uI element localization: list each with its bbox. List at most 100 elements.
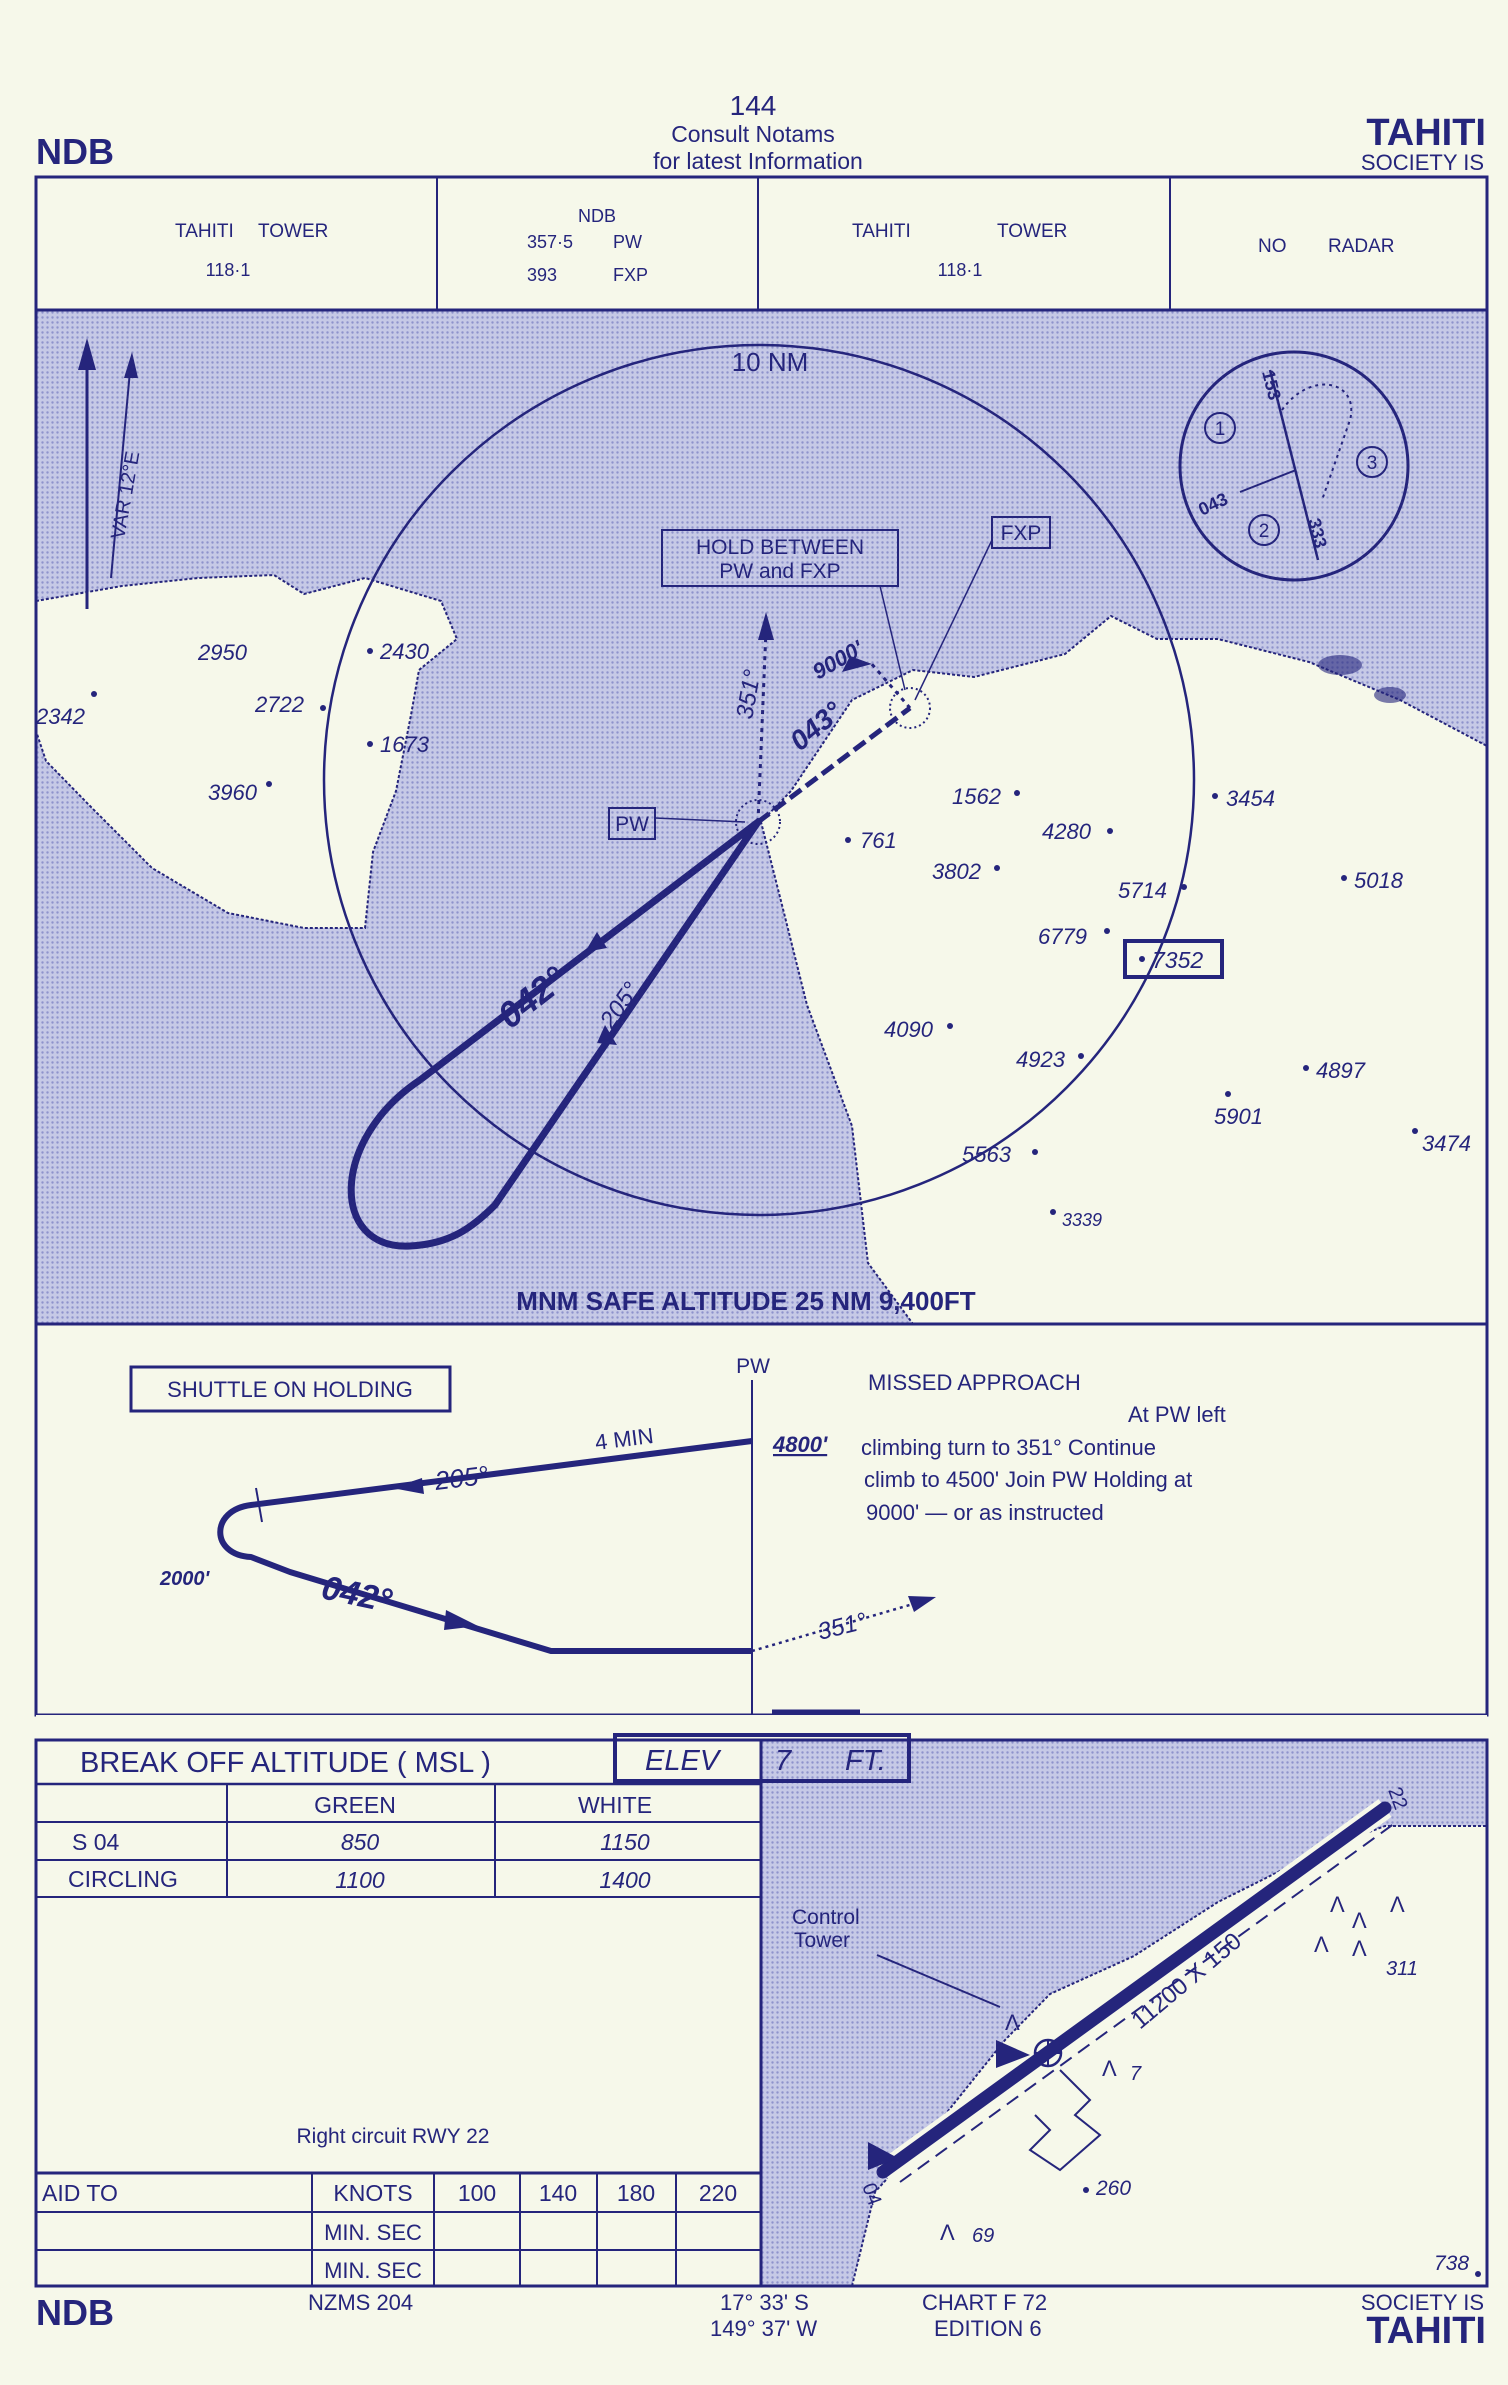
obstacle-elevation: 7 — [1130, 2063, 1142, 2085]
spot-height: 5563 — [962, 1142, 1012, 1167]
speed-180: 180 — [617, 2180, 655, 2206]
tower-unit-2: TOWER — [997, 221, 1067, 242]
spot-height: 6779 — [1038, 924, 1087, 949]
elevation-unit: FT. — [845, 1745, 886, 1777]
spot-height: 1673 — [380, 732, 430, 757]
arrow-icon — [842, 656, 872, 672]
minsec-label: MIN. SEC — [324, 2258, 422, 2283]
msa-label: MNM SAFE ALTITUDE 25 NM 9,400FT — [516, 1286, 975, 1316]
comms-box: TAHITI TOWER 118·1 NDB 357·5 PW 393 FXP … — [34, 175, 1489, 312]
spot-height: 761 — [860, 828, 897, 853]
notice-line1: Consult Notams — [671, 121, 835, 147]
ndb-freq-1: 357·5 — [527, 232, 573, 252]
profile-holding-track — [217, 1438, 753, 1654]
speed-220: 220 — [699, 2180, 737, 2206]
missed-approach-line3: climb to 4500' Join PW Holding at — [864, 1467, 1192, 1492]
spot-elevation: 260 — [1095, 2177, 1131, 2200]
svg-text:Λ: Λ — [1390, 1892, 1405, 1917]
spot-height: 5714 — [1118, 878, 1167, 903]
tower-freq-2: 118·1 — [938, 260, 983, 280]
radar-text: RADAR — [1328, 236, 1395, 257]
ndb-title: NDB — [578, 206, 616, 226]
spot-height: 2722 — [254, 692, 304, 717]
row-white: 1150 — [600, 1829, 650, 1855]
spot-height: 4923 — [1016, 1047, 1066, 1072]
notice-line2: for latest Information — [653, 148, 863, 174]
footer-map-ref: NZMS 204 — [308, 2290, 413, 2315]
speed-100: 100 — [458, 2180, 496, 2206]
track-to-9000 — [868, 661, 912, 709]
shuttle-box — [129, 1365, 452, 1413]
elevation-box-group: ELEV 7 FT. — [613, 1733, 911, 1783]
track-pw-fxp — [756, 706, 912, 824]
footer: NDB NZMS 204 17° 33' S 149° 37' W CHART … — [36, 2290, 1486, 2352]
speed-140: 140 — [539, 2180, 577, 2206]
spot-height: 4280 — [1042, 819, 1092, 844]
arrow-icon — [758, 612, 774, 640]
sector-2: 2 — [1259, 521, 1270, 542]
minima-title: BREAK OFF ALTITUDE ( MSL ) — [80, 1747, 491, 1779]
circuit-note: Right circuit RWY 22 — [297, 2125, 490, 2148]
tower-name-1: TAHITI — [175, 221, 234, 242]
spot-height: 3802 — [932, 859, 981, 884]
spot-height: 4897 — [1316, 1058, 1366, 1083]
pw-ndb-icon — [735, 799, 781, 845]
missed-approach-line4: 9000' — or as instructed — [866, 1500, 1104, 1525]
arrow-icon — [444, 1610, 478, 1630]
sector-3: 3 — [1367, 453, 1378, 474]
arrow-icon — [908, 1596, 936, 1612]
control-tower-label-1: Control — [792, 1906, 860, 1929]
procedure-teardrop — [347, 818, 762, 1250]
spot-height: 3454 — [1226, 786, 1275, 811]
spot-height: 1562 — [952, 784, 1001, 809]
range-ring-10nm — [322, 343, 1196, 1217]
arrow-icon — [585, 932, 607, 952]
spot-height: 5018 — [1354, 868, 1404, 893]
spot-height: 5901 — [1214, 1104, 1263, 1129]
island-west — [35, 573, 459, 929]
ndb-id-1: PW — [613, 232, 642, 252]
column-white: WHITE — [578, 1792, 652, 1818]
spot-height: 3339 — [1062, 1210, 1102, 1230]
islet — [1374, 687, 1406, 703]
elevation-box — [613, 1733, 911, 1783]
shuttle-label: SHUTTLE ON HOLDING — [167, 1377, 413, 1402]
missed-approach-line2: climbing turn to 351° Continue — [861, 1435, 1156, 1460]
svg-text:Λ: Λ — [940, 2220, 955, 2245]
obstacle-icon: Λ — [1005, 2010, 1020, 2035]
timing-table: AID TO KNOTS 100 140 180 220 MIN. SEC MI… — [36, 2171, 761, 2286]
profile-track-205: 205° — [432, 1460, 490, 1496]
hold-note-line2: PW and FXP — [719, 560, 840, 583]
profile-view: SHUTTLE ON HOLDING PW 4 MIN 4800' 205° 0… — [34, 1322, 1489, 1717]
spot-height: 3474 — [1422, 1131, 1471, 1156]
airport-name: TAHITI — [1366, 112, 1486, 154]
footer-region: SOCIETY IS — [1361, 2290, 1484, 2315]
spot-height: 2950 — [197, 640, 248, 665]
svg-text:Λ: Λ — [1352, 1908, 1367, 1933]
apron — [1028, 2069, 1102, 2172]
highest-elevation: 7352 — [1152, 947, 1203, 973]
pw-label: PW — [615, 813, 649, 836]
control-tower-label-2: Tower — [794, 1929, 850, 1952]
arrow-icon — [868, 2142, 898, 2170]
ndb-id-2: FXP — [613, 265, 648, 285]
elevation-value: 7 — [775, 1745, 793, 1777]
footer-chart-number: CHART F 72 — [922, 2290, 1047, 2315]
minsec-label: MIN. SEC — [324, 2220, 422, 2245]
tower-freq-1: 118·1 — [206, 260, 251, 280]
spot-height: 2430 — [379, 639, 430, 664]
missed-approach-line1: At PW left — [1128, 1402, 1226, 1427]
arrow-icon — [597, 1025, 617, 1045]
approach-type: NDB — [36, 131, 114, 172]
holding-entry-diagram: 153 043 333 1 2 3 — [1178, 350, 1410, 582]
footer-longitude: 149° 37' W — [710, 2316, 817, 2341]
spot-height: 2342 — [35, 704, 85, 729]
row-green: 850 — [341, 1829, 380, 1855]
profile-pw-label: PW — [736, 1355, 770, 1378]
profile-alt-2000: 2000' — [159, 1568, 210, 1590]
north-arrow-icon — [78, 338, 138, 609]
svg-text:Λ: Λ — [1352, 1936, 1367, 1961]
